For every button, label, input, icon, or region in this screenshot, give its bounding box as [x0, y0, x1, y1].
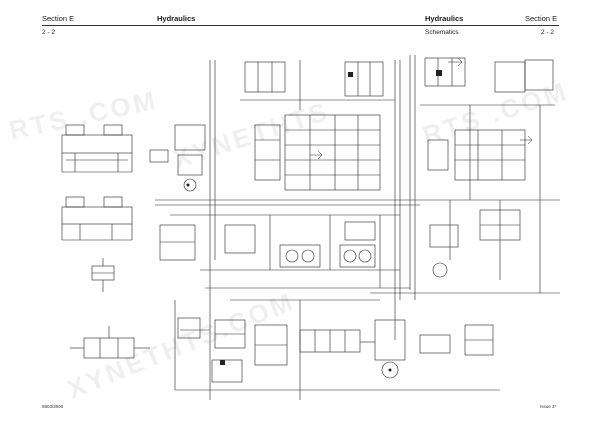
mid-left-components: [159, 221, 376, 268]
bottom-components: [177, 317, 494, 383]
footer-right-code: Issue 3*: [540, 404, 557, 409]
flow-arrows: [310, 57, 533, 160]
header-right-title: Hydraulics: [425, 14, 464, 23]
main-control-valve-bank: [254, 114, 381, 191]
header-subtitle: Schematics: [425, 29, 459, 36]
header-left-title: Hydraulics: [157, 14, 196, 23]
left-upper-components: [149, 124, 206, 192]
filled-markers: [186, 70, 442, 372]
left-cylinder-detail-top: [61, 124, 133, 173]
right-valve-cluster: [427, 59, 554, 278]
left-cylinder-detail-middle: [61, 196, 133, 241]
left-bottom-valve-block: [70, 326, 150, 359]
header-right-section: Section E: [525, 14, 558, 23]
footer-left-code: 9803/3000: [42, 404, 64, 409]
header-rule: [42, 25, 559, 26]
main-circuit-lines: [155, 55, 560, 400]
left-small-valve-detail: [91, 258, 115, 292]
header-left-page: 2 - 2: [42, 29, 56, 36]
top-valve-blocks: [244, 57, 526, 97]
header-right-page: 2 - 2: [541, 29, 555, 36]
header-left-section: Section E: [42, 14, 75, 23]
